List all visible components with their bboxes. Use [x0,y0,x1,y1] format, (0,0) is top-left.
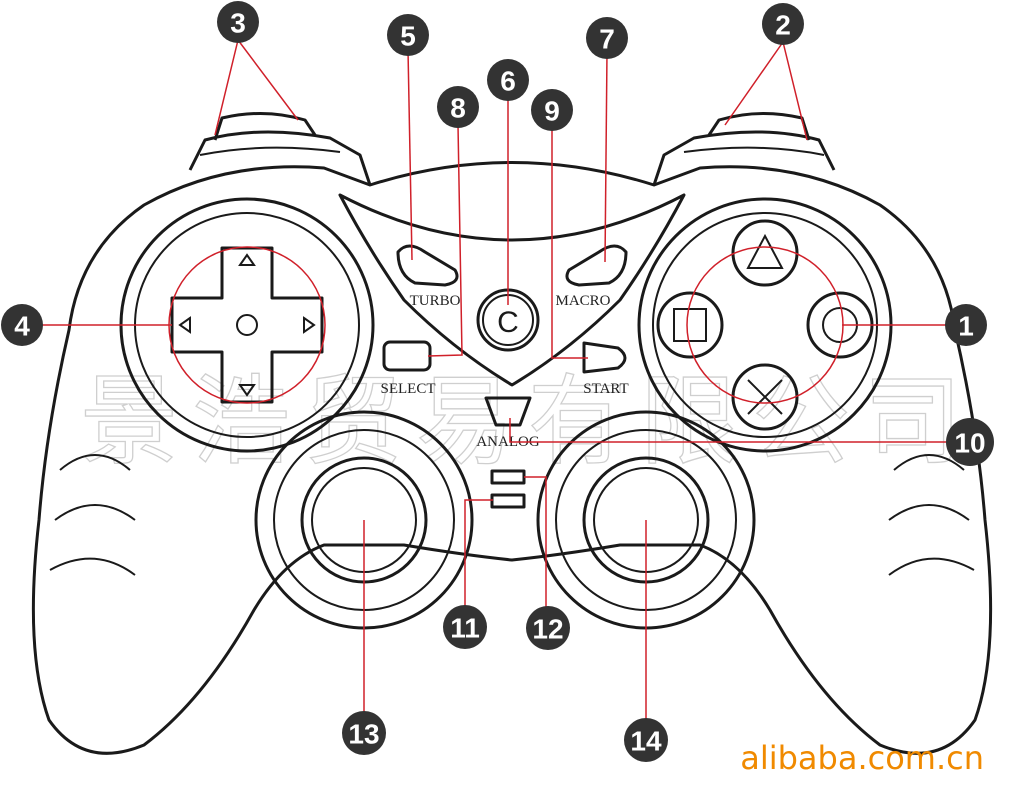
macro-label: MACRO [555,293,610,309]
callout-8: 8 [437,86,479,128]
svg-text:2: 2 [775,10,791,41]
center-panel [338,193,686,387]
square-icon [673,308,707,342]
callout-11: 11 [443,605,487,649]
svg-text:4: 4 [14,311,30,342]
svg-text:7: 7 [599,24,615,55]
triangle-icon [746,233,784,269]
analog-label: ANALOG [476,434,539,450]
svg-text:9: 9 [544,96,560,127]
watermark-text: 景浩贸易有限公司 [80,365,976,479]
square-button[interactable] [656,291,724,359]
clear-label: C [497,306,519,339]
start-button[interactable] [582,341,627,374]
callout-7: 7 [586,17,628,59]
callout-9: 9 [531,89,573,131]
svg-text:1: 1 [958,311,974,342]
callout-4: 4 [1,304,43,346]
svg-text:3: 3 [230,8,246,39]
turbo-button[interactable] [396,244,459,287]
callout-1: 1 [945,304,987,346]
cross-button[interactable] [731,363,799,431]
svg-text:6: 6 [500,66,516,97]
callout-12: 12 [526,606,570,650]
macro-button[interactable] [565,244,628,287]
callout-6: 6 [487,59,529,101]
callout-14: 14 [624,718,668,762]
svg-text:12: 12 [532,614,563,645]
turbo-label: TURBO [410,293,461,309]
led-indicator-bottom [490,493,526,509]
callout-10: 10 [946,418,994,466]
dpad-center [236,314,258,336]
callout-13: 13 [342,711,386,755]
dpad[interactable] [170,246,324,404]
dpad-left-arrow-icon [178,316,191,334]
svg-text:13: 13 [348,719,379,750]
callout-2: 2 [762,3,804,45]
select-label: SELECT [381,381,436,397]
svg-text:5: 5 [400,21,416,52]
brand-watermark: alibaba.com.cn [740,739,984,777]
dpad-up-arrow-icon [238,253,256,266]
start-label: START [583,381,628,397]
callout-3: 3 [217,1,259,43]
svg-text:8: 8 [450,93,466,124]
svg-text:14: 14 [630,726,662,757]
callout-5: 5 [387,14,429,56]
cross-icon [747,379,783,415]
analog-button[interactable] [484,396,532,427]
triangle-button[interactable] [731,219,799,287]
dpad-right-arrow-icon [303,316,316,334]
left-shoulder-buttons [188,112,372,186]
leader-lines [40,39,946,720]
dpad-down-arrow-icon [238,384,256,397]
svg-text:11: 11 [450,613,480,644]
svg-text:10: 10 [954,428,985,459]
controller-body [31,161,993,755]
right-shoulder-buttons [652,112,836,186]
